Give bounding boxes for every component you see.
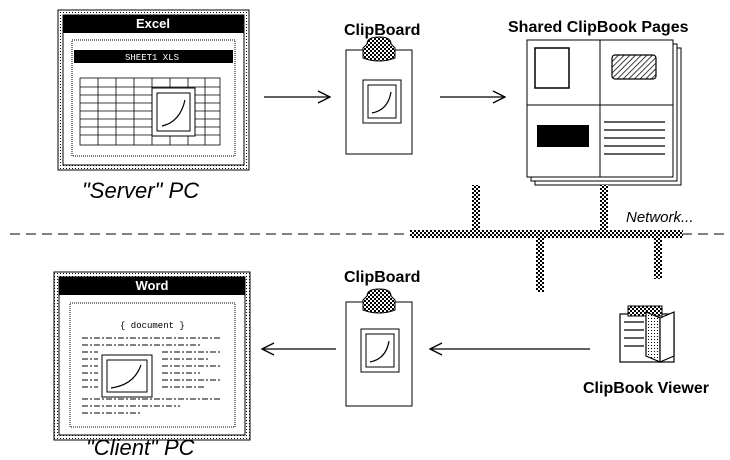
client-word-window: Word { document } [53, 271, 251, 441]
sheet-window: SHEET1 XLS [71, 39, 236, 157]
client-pc-label: "Client" PC [86, 435, 195, 460]
server-pc-label: "Server" PC [82, 178, 199, 203]
clipboard-bottom-label: ClipBoard [344, 269, 420, 286]
document-text-lines [82, 337, 222, 414]
sheet-title-bar [74, 50, 233, 63]
clipboard-bottom-icon [345, 288, 413, 407]
clipbook-viewer-icon[interactable] [619, 305, 675, 363]
word-title-bar [59, 277, 245, 295]
shared-pages-label: Shared ClipBook Pages [508, 19, 689, 36]
network-label: Network... [626, 209, 694, 226]
embedded-chart-word [101, 354, 153, 398]
server-excel-window: Excel SHEET1 XLS [57, 9, 250, 171]
excel-title-bar [63, 15, 244, 33]
embedded-chart [151, 87, 196, 137]
word-title: Word [136, 278, 169, 293]
clipboard-top-icon [345, 36, 413, 155]
document-label: { document } [120, 321, 185, 331]
excel-title: Excel [136, 16, 170, 31]
network-cable [410, 185, 683, 292]
sheet-title: SHEET1 XLS [125, 53, 179, 63]
clipbook-viewer-label: ClipBook Viewer [583, 380, 709, 397]
clipboard-top-label: ClipBoard [344, 22, 420, 39]
shared-clipbook-pages [526, 39, 682, 186]
